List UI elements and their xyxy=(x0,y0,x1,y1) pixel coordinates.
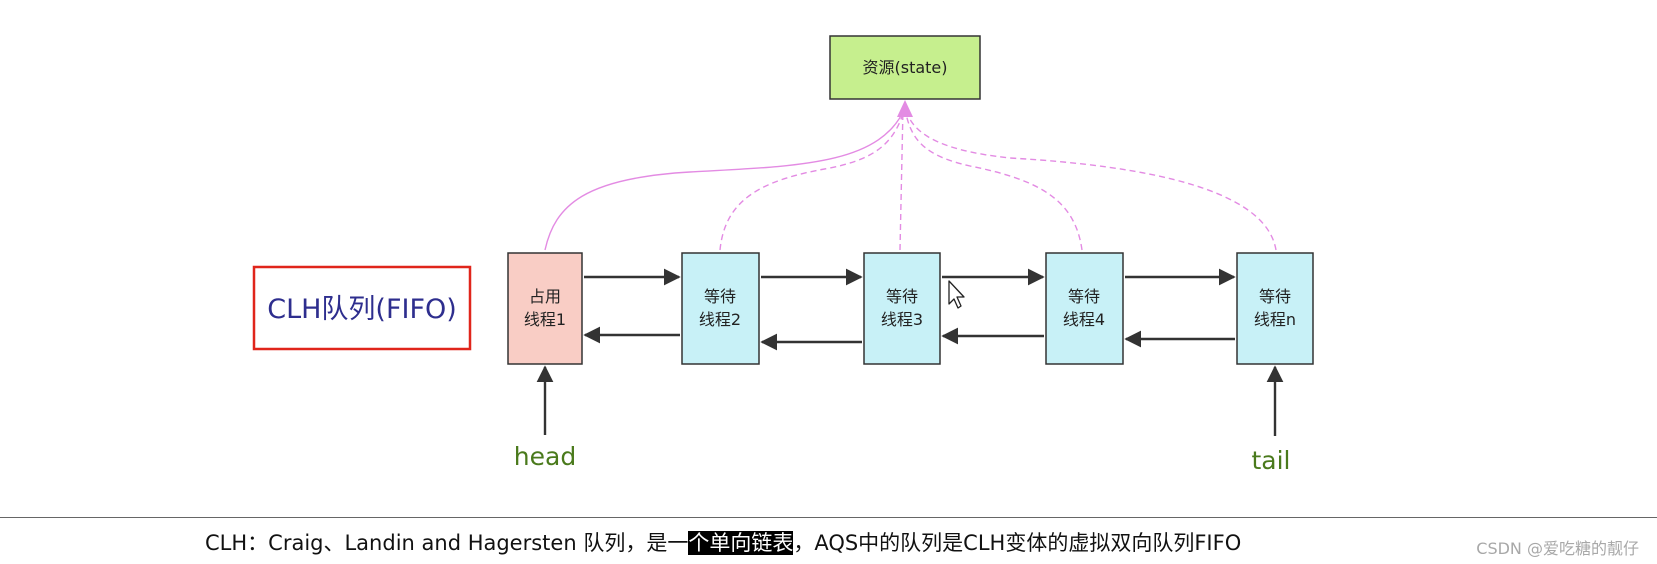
mouse-cursor-icon xyxy=(948,280,965,309)
queue-label: CLH队列(FIFO) xyxy=(267,294,457,325)
head-label: head xyxy=(514,442,576,471)
node-box xyxy=(681,252,760,365)
watermark: CSDN @爱吃糖的靓仔 xyxy=(1476,539,1639,558)
node-label-line1: 等待 xyxy=(1259,287,1291,306)
node-n: 等待 线程n xyxy=(1236,252,1314,365)
caption-text: CLH：Craig、Landin and Hagersten 队列，是一个单向链… xyxy=(205,527,1241,557)
node-box xyxy=(863,252,941,365)
waiter-2-dashed-line xyxy=(719,107,906,251)
node-label-line2: 线程4 xyxy=(1063,310,1105,329)
queue-links xyxy=(536,268,1284,436)
node-label-line2: 线程3 xyxy=(881,310,923,329)
caption-highlight: 个单向链表 xyxy=(688,531,794,555)
waiter-3-dashed-line xyxy=(899,107,904,251)
node-2: 等待 线程2 xyxy=(681,252,760,365)
node-1: 占用 线程1 xyxy=(507,252,583,365)
tail-label: tail xyxy=(1251,446,1290,475)
resource-state-label: 资源(state) xyxy=(862,58,947,77)
waiter-4-dashed-line xyxy=(904,107,1083,251)
node-box xyxy=(1045,252,1124,365)
resource-connectors xyxy=(544,100,1277,251)
caption-before: CLH：Craig、Landin and Hagersten 队列，是一 xyxy=(205,531,689,555)
node-4: 等待 线程4 xyxy=(1045,252,1124,365)
queue-label-box xyxy=(252,265,472,351)
node-label-line2: 线程n xyxy=(1254,310,1296,329)
node-label-line1: 等待 xyxy=(704,287,736,306)
waiter-n-dashed-line xyxy=(904,107,1277,251)
node-3: 等待 线程3 xyxy=(863,252,941,365)
caption-bar: CLH：Craig、Landin and Hagersten 队列，是一个单向链… xyxy=(0,517,1657,564)
node-box xyxy=(507,252,583,365)
node-label-line1: 等待 xyxy=(1068,287,1100,306)
node-box xyxy=(1236,252,1314,365)
node-label-line2: 线程2 xyxy=(699,310,741,329)
node-label-line1: 等待 xyxy=(886,287,918,306)
node-label-line1: 占用 xyxy=(529,287,561,306)
holder-acquire-line xyxy=(544,107,906,251)
resource-state-box xyxy=(829,35,981,100)
caption-after: ，AQS中的队列是CLH变体的虚拟双向队列FIFO xyxy=(793,531,1242,555)
node-label-line2: 线程1 xyxy=(524,310,566,329)
resource-arrowhead xyxy=(897,100,913,117)
